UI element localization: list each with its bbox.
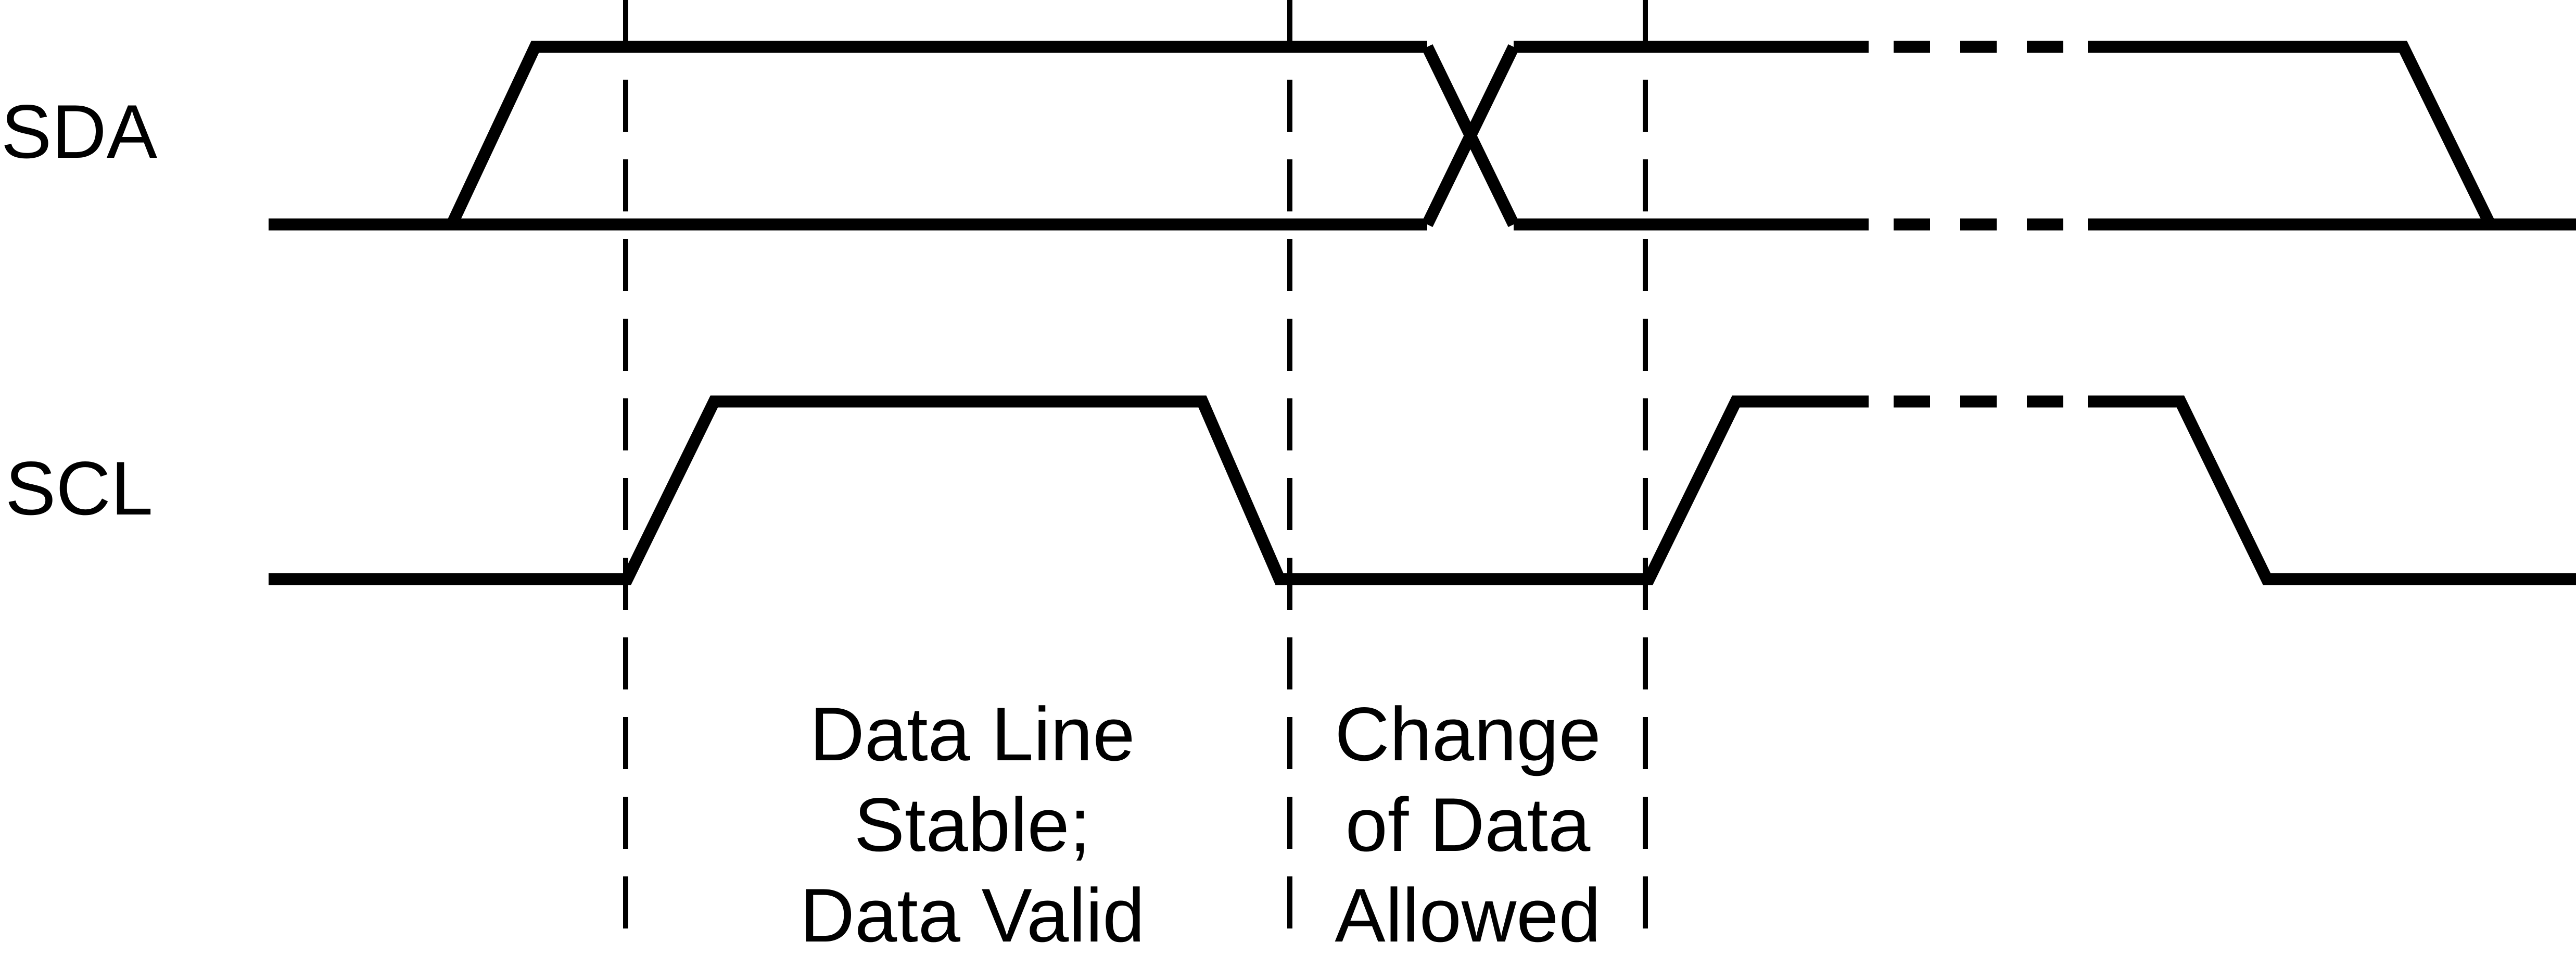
scl-waveform-solid	[269, 395, 2576, 585]
sda-waveform	[269, 41, 2576, 231]
sda-label: SDA	[1, 89, 158, 174]
sda-waveform-solid	[269, 41, 2576, 231]
scl-label: SCL	[5, 446, 153, 531]
stable-region-label-line-1: Data Line	[810, 692, 1135, 776]
sda-waveform-continuation-dashes	[1894, 41, 2063, 231]
change-region-label-line-1: Change	[1335, 692, 1601, 776]
stable-region-label-line-2: Stable;	[854, 782, 1091, 867]
change-region-label-line-3: Allowed	[1335, 873, 1601, 954]
change-region-label: Change of Data Allowed	[1335, 692, 1601, 954]
stable-region-label: Data Line Stable; Data Valid	[800, 692, 1145, 954]
change-region-label-line-2: of Data	[1346, 782, 1591, 867]
scl-waveform	[269, 395, 2576, 585]
stable-region-label-line-3: Data Valid	[800, 873, 1145, 954]
